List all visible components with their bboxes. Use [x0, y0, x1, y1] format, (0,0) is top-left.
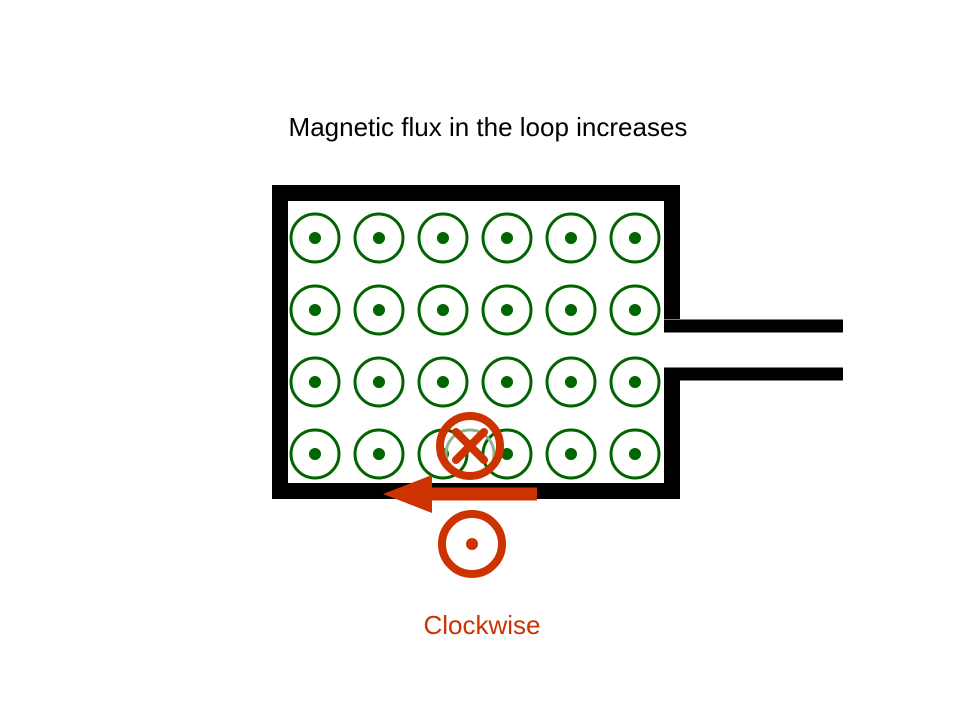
field-out-of-page-symbol [417, 212, 469, 264]
field-out-of-page-symbol [609, 428, 661, 480]
field-out-of-page-symbol [417, 356, 469, 408]
induced-field-out-of-page-symbol [438, 510, 506, 578]
field-out-of-page-symbol [289, 428, 341, 480]
field-out-of-page-symbol [481, 356, 533, 408]
field-out-of-page-symbol [353, 212, 405, 264]
induced-current-caption: Clockwise [423, 610, 541, 640]
field-out-of-page-symbol [545, 284, 597, 336]
field-out-of-page-symbol [545, 212, 597, 264]
magnetic-field-group [289, 212, 661, 480]
conducting-loop [272, 185, 680, 499]
field-out-of-page-symbol [481, 212, 533, 264]
field-out-of-page-symbol [289, 212, 341, 264]
diagram-title: Magnetic flux in the loop increases [288, 112, 688, 142]
induced-current-group [383, 412, 537, 578]
field-out-of-page-symbol [545, 428, 597, 480]
field-out-of-page-symbol [289, 284, 341, 336]
current-arrow-head [383, 475, 432, 513]
field-out-of-page-symbol [481, 284, 533, 336]
field-out-of-page-symbol [609, 284, 661, 336]
field-out-of-page-symbol [609, 212, 661, 264]
induced-field-into-page-symbol [436, 412, 504, 480]
field-out-of-page-symbol [353, 356, 405, 408]
field-out-of-page-symbol [545, 356, 597, 408]
field-out-of-page-symbol [609, 356, 661, 408]
field-out-of-page-symbol [353, 428, 405, 480]
field-out-of-page-symbol [289, 356, 341, 408]
field-out-of-page-symbol [353, 284, 405, 336]
field-out-of-page-symbol [417, 284, 469, 336]
